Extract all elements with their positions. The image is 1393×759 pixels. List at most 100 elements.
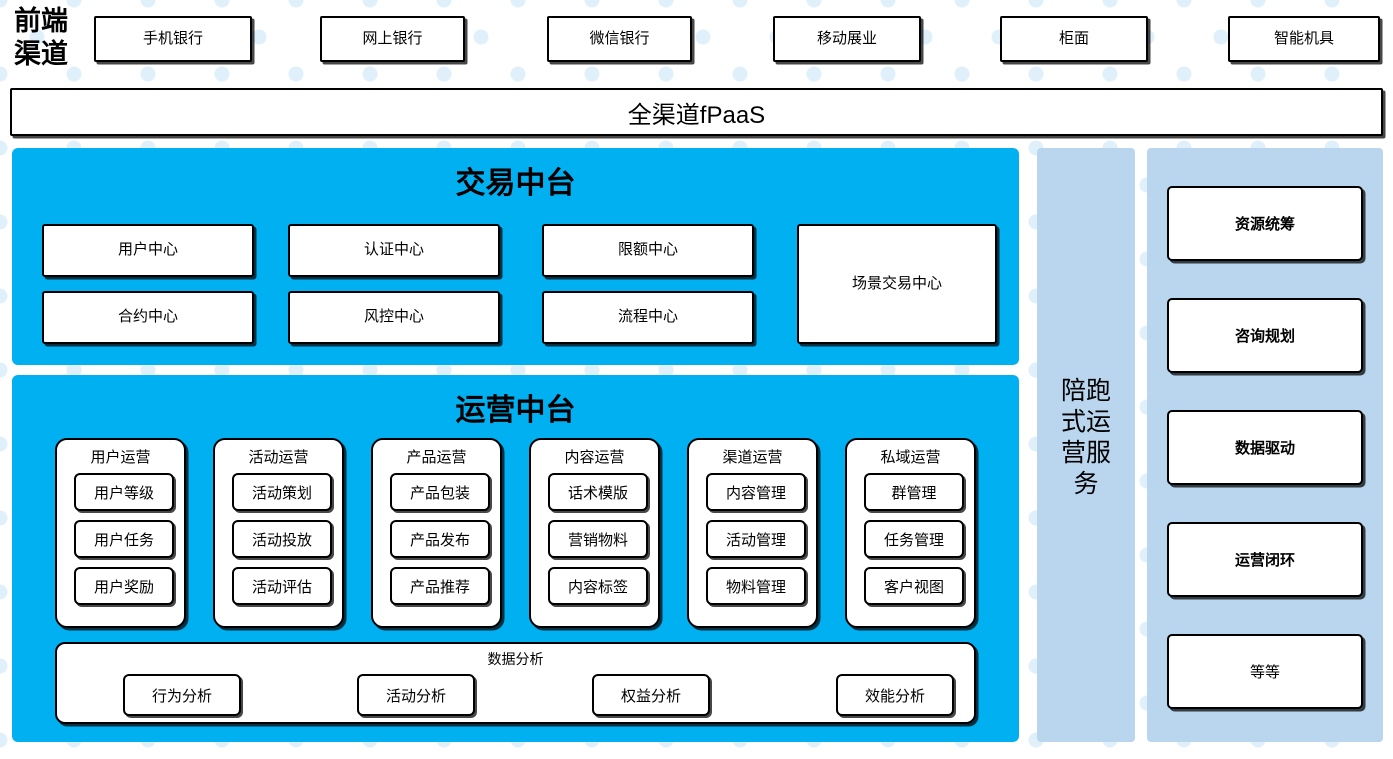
channel-label: 柜面 [1058, 29, 1089, 47]
op-chip-group-management[interactable]: 群管理 [864, 473, 964, 511]
op-group-title: 活动运营 [248, 449, 309, 466]
channel-box-smart-machine[interactable]: 智能机具 [1228, 16, 1380, 62]
op-chip-product-release[interactable]: 产品发布 [390, 520, 490, 558]
fpaas-label: 全渠道fPaaS [627, 101, 766, 129]
da-chip-label: 效能分析 [864, 687, 925, 705]
service-card-label: 等等 [1249, 664, 1280, 681]
da-chip-label: 活动分析 [385, 687, 446, 705]
op-chip-marketing-material[interactable]: 营销物料 [548, 520, 648, 558]
data-analysis-title: 数据分析 [487, 651, 544, 667]
op-chip-label: 群管理 [891, 484, 937, 502]
tc-card-user-center[interactable]: 用户中心 [42, 224, 254, 277]
accompanying-service-rail-label: 陪跑式运营服务 [1060, 377, 1111, 498]
tc-card-label: 场景交易中心 [851, 274, 942, 292]
op-group-title: 内容运营 [564, 449, 625, 466]
tc-card-limit-center[interactable]: 限额中心 [542, 224, 754, 277]
channel-label: 微信银行 [589, 29, 650, 47]
op-chip-task-management[interactable]: 任务管理 [864, 520, 964, 558]
op-group-content-operation: 内容运营 话术模版 营销物料 内容标签 [529, 438, 660, 628]
service-capability-panel: 资源统筹 咨询规划 数据驱动 运营闭环 等等 [1147, 148, 1383, 742]
da-chip-behavior-analysis[interactable]: 行为分析 [123, 674, 241, 716]
op-group-channel-operation: 渠道运营 内容管理 活动管理 物料管理 [687, 438, 818, 628]
op-chip-user-reward[interactable]: 用户奖励 [74, 567, 174, 605]
op-chip-label: 产品发布 [409, 531, 470, 549]
operation-center-title: 运营中台 [455, 394, 576, 427]
channel-box-online-bank[interactable]: 网上银行 [320, 16, 465, 62]
service-card-label: 运营闭环 [1234, 552, 1295, 569]
op-chip-label: 物料管理 [725, 578, 786, 596]
service-card-label: 数据驱动 [1234, 440, 1295, 457]
op-chip-label: 客户视图 [883, 578, 944, 596]
service-card-consulting-planning[interactable]: 咨询规划 [1167, 298, 1363, 373]
op-chip-campaign-delivery[interactable]: 活动投放 [232, 520, 332, 558]
service-card-data-driven[interactable]: 数据驱动 [1167, 410, 1363, 485]
op-chip-material-management[interactable]: 物料管理 [706, 567, 806, 605]
op-chip-label: 产品包装 [409, 484, 470, 502]
op-group-private-domain-operation: 私域运营 群管理 任务管理 客户视图 [845, 438, 976, 628]
channel-box-mobile-bank[interactable]: 手机银行 [94, 16, 252, 62]
op-chip-label: 活动评估 [251, 578, 312, 596]
op-chip-script-template[interactable]: 话术模版 [548, 473, 648, 511]
tc-card-risk-center[interactable]: 风控中心 [288, 291, 500, 344]
op-chip-label: 活动策划 [251, 484, 312, 502]
op-chip-content-tag[interactable]: 内容标签 [548, 567, 648, 605]
op-group-product-operation: 产品运营 产品包装 产品发布 产品推荐 [371, 438, 502, 628]
service-card-operation-closed-loop[interactable]: 运营闭环 [1167, 522, 1363, 597]
op-chip-user-level[interactable]: 用户等级 [74, 473, 174, 511]
channel-box-counter[interactable]: 柜面 [1000, 16, 1148, 62]
op-chip-label: 内容标签 [567, 578, 628, 596]
op-chip-label: 用户奖励 [93, 578, 154, 596]
op-chip-campaign-planning[interactable]: 活动策划 [232, 473, 332, 511]
op-chip-label: 任务管理 [883, 531, 944, 549]
op-chip-label: 产品推荐 [409, 578, 470, 596]
tc-card-process-center[interactable]: 流程中心 [542, 291, 754, 344]
tc-card-label: 风控中心 [363, 308, 424, 326]
service-card-label: 资源统筹 [1234, 216, 1295, 233]
tc-card-scene-trade-center[interactable]: 场景交易中心 [797, 224, 997, 344]
op-group-title: 渠道运营 [722, 449, 783, 466]
op-chip-campaign-evaluation[interactable]: 活动评估 [232, 567, 332, 605]
tc-card-label: 限额中心 [617, 241, 678, 259]
op-chip-label: 用户等级 [93, 484, 154, 502]
op-chip-customer-view[interactable]: 客户视图 [864, 567, 964, 605]
da-chip-efficiency-analysis[interactable]: 效能分析 [836, 674, 954, 716]
data-analysis-band: 数据分析 行为分析 活动分析 权益分析 效能分析 [55, 642, 976, 724]
op-chip-label: 话术模版 [567, 484, 628, 502]
op-group-title: 用户运营 [90, 449, 151, 466]
op-chip-product-packaging[interactable]: 产品包装 [390, 473, 490, 511]
channel-box-mobile-field[interactable]: 移动展业 [773, 16, 921, 62]
da-chip-label: 权益分析 [620, 687, 681, 705]
tc-card-contract-center[interactable]: 合约中心 [42, 291, 254, 344]
da-chip-rights-analysis[interactable]: 权益分析 [592, 674, 710, 716]
op-chip-campaign-management[interactable]: 活动管理 [706, 520, 806, 558]
op-chip-user-task[interactable]: 用户任务 [74, 520, 174, 558]
tc-card-label: 认证中心 [363, 241, 424, 259]
tc-card-label: 用户中心 [117, 241, 178, 259]
fpaas-bar[interactable]: 全渠道fPaaS [10, 88, 1383, 136]
op-group-title: 产品运营 [406, 449, 467, 466]
transaction-center-panel: 交易中台 用户中心 认证中心 限额中心 合约中心 风控中心 流程中心 场景交易中… [12, 148, 1019, 365]
channel-label: 智能机具 [1273, 29, 1334, 47]
channel-label: 移动展业 [816, 29, 877, 47]
op-chip-label: 用户任务 [93, 531, 154, 549]
tc-card-label: 合约中心 [117, 308, 178, 326]
tc-card-auth-center[interactable]: 认证中心 [288, 224, 500, 277]
op-group-user-operation: 用户运营 用户等级 用户任务 用户奖励 [55, 438, 186, 628]
transaction-center-title: 交易中台 [455, 167, 576, 200]
service-card-etc[interactable]: 等等 [1167, 634, 1363, 709]
op-chip-product-recommend[interactable]: 产品推荐 [390, 567, 490, 605]
operation-center-panel: 运营中台 用户运营 用户等级 用户任务 用户奖励 活动运营 活动策划 活动投放 … [12, 375, 1019, 742]
da-chip-campaign-analysis[interactable]: 活动分析 [357, 674, 475, 716]
op-chip-label: 营销物料 [567, 531, 628, 549]
front-channel-rail-label: 前端 渠道 [2, 2, 80, 74]
op-chip-label: 活动管理 [725, 531, 786, 549]
channel-label: 网上银行 [362, 29, 423, 47]
service-card-resource-coordination[interactable]: 资源统筹 [1167, 186, 1363, 261]
tc-card-label: 流程中心 [617, 308, 678, 326]
op-group-title: 私域运营 [880, 449, 941, 466]
front-channel-rail-label-line-1: 前端 [14, 6, 68, 36]
op-chip-content-management[interactable]: 内容管理 [706, 473, 806, 511]
accompanying-service-rail: 陪跑式运营服务 [1037, 148, 1135, 742]
channel-box-wechat-bank[interactable]: 微信银行 [547, 16, 692, 62]
